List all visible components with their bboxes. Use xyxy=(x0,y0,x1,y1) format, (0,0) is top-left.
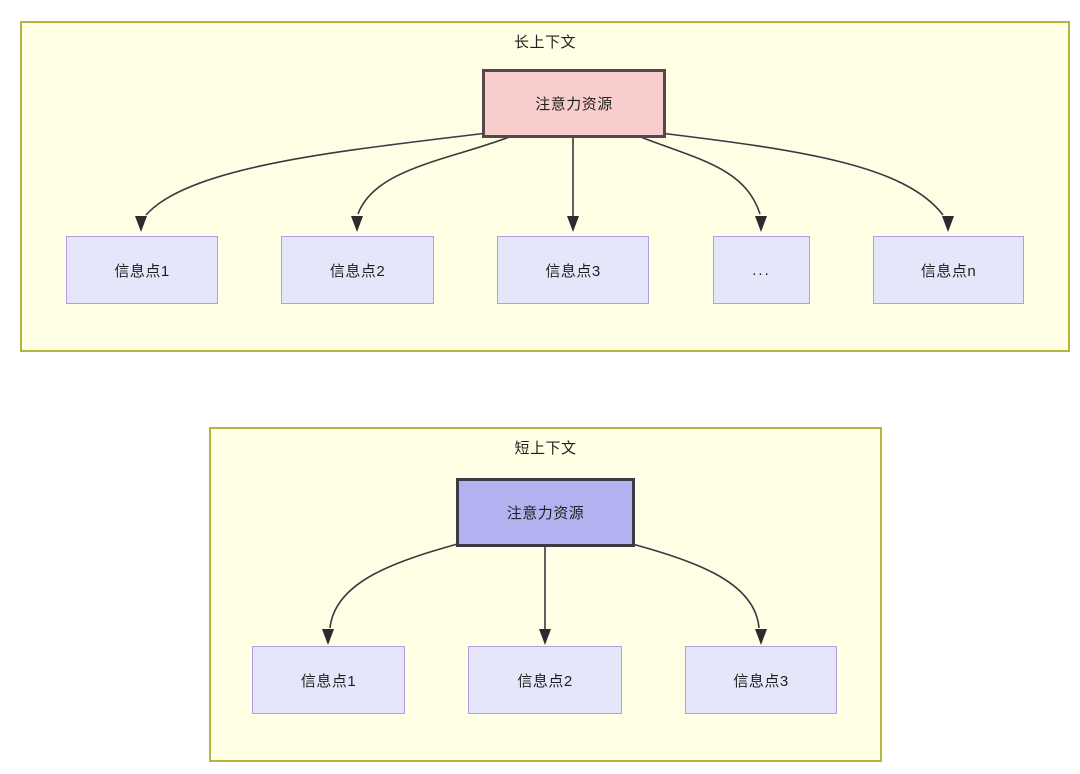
node-long-info-ellipsis-label: ... xyxy=(752,261,771,279)
node-long-info-ellipsis[interactable]: ... xyxy=(713,236,810,304)
group-short-context-title: 短上下文 xyxy=(514,440,577,457)
node-long-info-2[interactable]: 信息点2 xyxy=(281,236,434,304)
node-long-info-2-label: 信息点2 xyxy=(329,262,386,280)
node-long-info-n[interactable]: 信息点n xyxy=(873,236,1024,304)
node-long-attention-resource-label: 注意力资源 xyxy=(535,96,613,113)
node-short-info-2[interactable]: 信息点2 xyxy=(468,646,622,714)
node-short-info-1[interactable]: 信息点1 xyxy=(252,646,405,714)
node-long-attention-resource[interactable]: 注意力资源 xyxy=(482,69,666,138)
node-short-info-2-label: 信息点2 xyxy=(517,672,573,690)
group-long-context-title: 长上下文 xyxy=(513,34,576,51)
node-long-info-3[interactable]: 信息点3 xyxy=(497,236,649,304)
node-short-info-3-label: 信息点3 xyxy=(733,672,789,690)
node-long-info-1[interactable]: 信息点1 xyxy=(66,236,218,304)
node-short-info-3[interactable]: 信息点3 xyxy=(685,646,837,714)
node-long-info-3-label: 信息点3 xyxy=(545,262,601,280)
node-short-attention-resource-label: 注意力资源 xyxy=(506,505,585,522)
node-short-attention-resource[interactable]: 注意力资源 xyxy=(456,478,635,547)
node-short-info-1-label: 信息点1 xyxy=(300,672,357,690)
node-long-info-n-label: 信息点n xyxy=(920,262,977,280)
node-long-info-1-label: 信息点1 xyxy=(114,262,170,280)
